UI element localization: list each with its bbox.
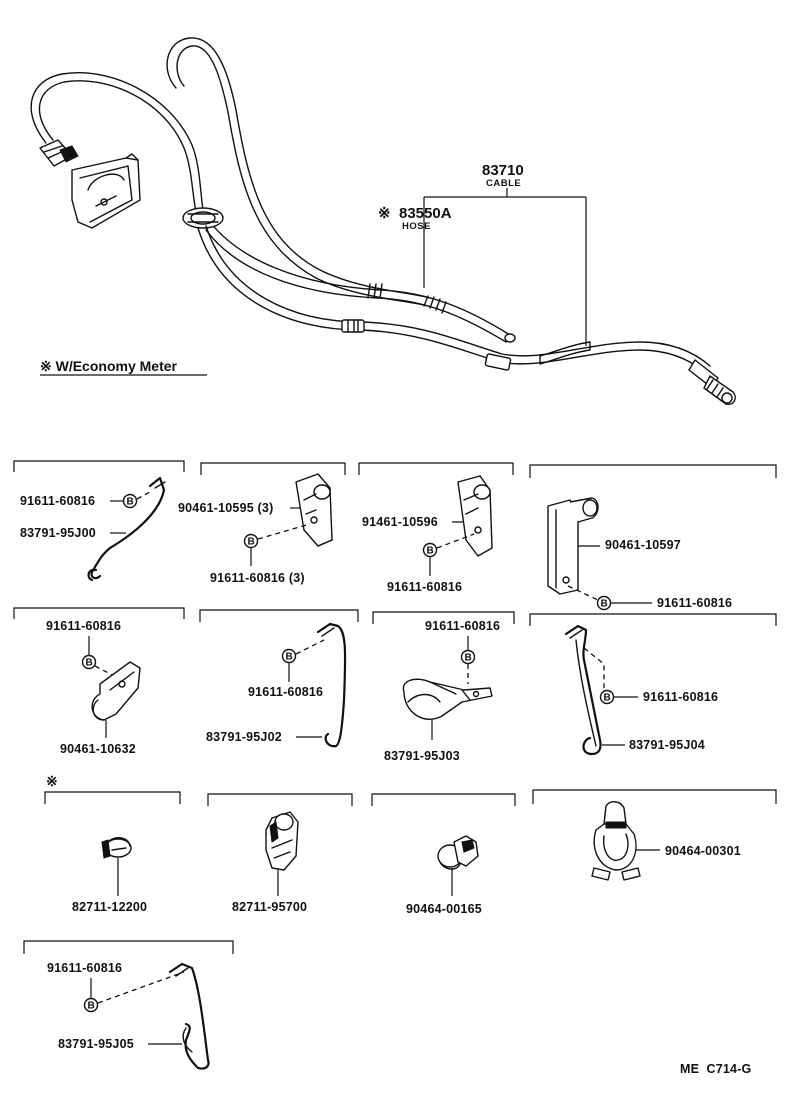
g8-clamp-symbol <box>599 689 615 705</box>
group-12: 90464-00301 <box>591 801 741 881</box>
g5-clamp <box>91 661 141 721</box>
g12-part <box>591 801 641 881</box>
g4-clamp <box>547 497 599 595</box>
g8-bolt-label: 91611-60816 <box>643 690 718 704</box>
group-4: 90461-10597 B 91611-60816 <box>547 497 732 611</box>
g7-clamp <box>402 678 493 721</box>
g9-economy-mark: ※ <box>46 773 58 789</box>
g10-part-label: 82711-95700 <box>232 900 307 914</box>
group-9: ※ 82711-12200 <box>46 773 147 914</box>
g9-part <box>101 837 132 859</box>
group-3: 91461-10596 B 91611-60816 <box>362 475 493 594</box>
g11-part <box>437 835 479 870</box>
meter-connector <box>39 139 79 167</box>
g2-clamp <box>295 473 333 547</box>
g4-clamp-symbol-text: B <box>601 599 608 610</box>
hose-label: ※ 83550A HOSE <box>378 205 452 232</box>
hose-line <box>209 221 511 336</box>
g1-bolt-label: 91611-60816 <box>20 494 95 508</box>
g5-clamp-symbol-text: B <box>86 658 93 669</box>
cable-sleeves <box>341 319 591 371</box>
g8-clamp-symbol-text: B <box>604 693 611 704</box>
group-1: 91611-60816 B 83791-95J00 <box>20 476 166 582</box>
g3-clamp <box>457 475 493 557</box>
g5-clamp-symbol <box>81 654 97 670</box>
g7-clamp-symbol <box>460 649 476 665</box>
g6-bolt-label: 91611-60816 <box>248 685 323 699</box>
group-6: B 91611-60816 83791-95J02 <box>206 622 347 748</box>
group-8: B 91611-60816 83791-95J04 <box>564 624 718 756</box>
g5-bolt-label: 91611-60816 <box>46 619 121 633</box>
g8-clamp-label: 83791-95J04 <box>629 738 705 752</box>
g9-part-label: 82711-12200 <box>72 900 147 914</box>
g6-clamp-symbol-text: B <box>286 652 293 663</box>
group-7: 91611-60816 B 83791-95J03 <box>384 619 500 763</box>
g3-clamp-symbol <box>422 542 438 558</box>
g7-clamp-symbol-text: B <box>465 653 472 664</box>
g4-bolt-label: 91611-60816 <box>657 596 732 610</box>
g2-clamp-symbol <box>243 533 259 549</box>
cable-upper-hook <box>166 37 431 299</box>
g11-part-label: 90464-00165 <box>406 902 482 916</box>
g2-clamp-symbol-text: B <box>248 537 255 548</box>
g6-clamp-label: 83791-95J02 <box>206 730 282 744</box>
cable-main <box>197 227 706 373</box>
hose-name: HOSE <box>402 221 431 232</box>
g5-clamp-label: 90461-10632 <box>60 742 136 756</box>
cable-name: CABLE <box>486 178 521 189</box>
g3-clamp-symbol-text: B <box>427 546 434 557</box>
g1-clamp-symbol-text: B <box>127 497 134 508</box>
g4-clamp-symbol <box>596 595 612 611</box>
cable-part-number: 83710 <box>482 162 524 179</box>
grommet <box>182 207 224 229</box>
hose-mark: ※ <box>378 205 391 222</box>
cable-label: 83710 CABLE <box>423 162 587 346</box>
g12-part-label: 90464-00301 <box>665 844 741 858</box>
cable-left-loop <box>30 72 204 211</box>
hose-part-number: 83550A <box>399 205 452 222</box>
economy-meter-note: ※ W/Economy Meter <box>40 358 207 376</box>
group-13: 91611-60816 B 83791-95J05 <box>47 961 210 1070</box>
g8-clamp-wire <box>564 624 602 756</box>
g1-clamp-symbol <box>122 493 138 509</box>
group-11: 90464-00165 <box>406 835 482 916</box>
g13-clamp-symbol-text: B <box>88 1001 95 1012</box>
g1-clamp-wire <box>87 476 166 582</box>
g4-clamp-label: 90461-10597 <box>605 538 681 552</box>
economy-meter-text: ※ W/Economy Meter <box>40 358 178 374</box>
g13-clamp-symbol <box>83 997 99 1013</box>
group-2: 90461-10595 (3) B 91611-60816 (3) <box>178 473 333 585</box>
g7-bolt-label: 91611-60816 <box>425 619 500 633</box>
g7-clamp-label: 83791-95J03 <box>384 749 460 763</box>
g2-bolt-label: 91611-60816 (3) <box>210 571 305 585</box>
footer-code: ME C714-G <box>680 1062 751 1076</box>
g10-part <box>265 811 299 871</box>
g6-clamp-symbol <box>281 648 297 664</box>
g3-clamp-label: 91461-10596 <box>362 515 438 529</box>
group-brackets <box>13 460 777 954</box>
cable-end-fitting <box>688 359 736 406</box>
g1-clamp-label: 83791-95J00 <box>20 526 96 540</box>
g2-clamp-label: 90461-10595 (3) <box>178 501 273 515</box>
g3-bolt-label: 91611-60816 <box>387 580 462 594</box>
group-5: 91611-60816 B 90461-10632 <box>46 619 141 756</box>
cable-assembly <box>30 37 736 406</box>
hose-ribs <box>367 283 447 314</box>
g13-clamp-wire <box>168 962 210 1070</box>
g6-clamp-wire <box>316 622 347 748</box>
g13-clamp-label: 83791-95J05 <box>58 1037 134 1051</box>
g13-bolt-label: 91611-60816 <box>47 961 122 975</box>
group-10: 82711-95700 <box>232 811 307 914</box>
meter-plate <box>71 153 141 229</box>
